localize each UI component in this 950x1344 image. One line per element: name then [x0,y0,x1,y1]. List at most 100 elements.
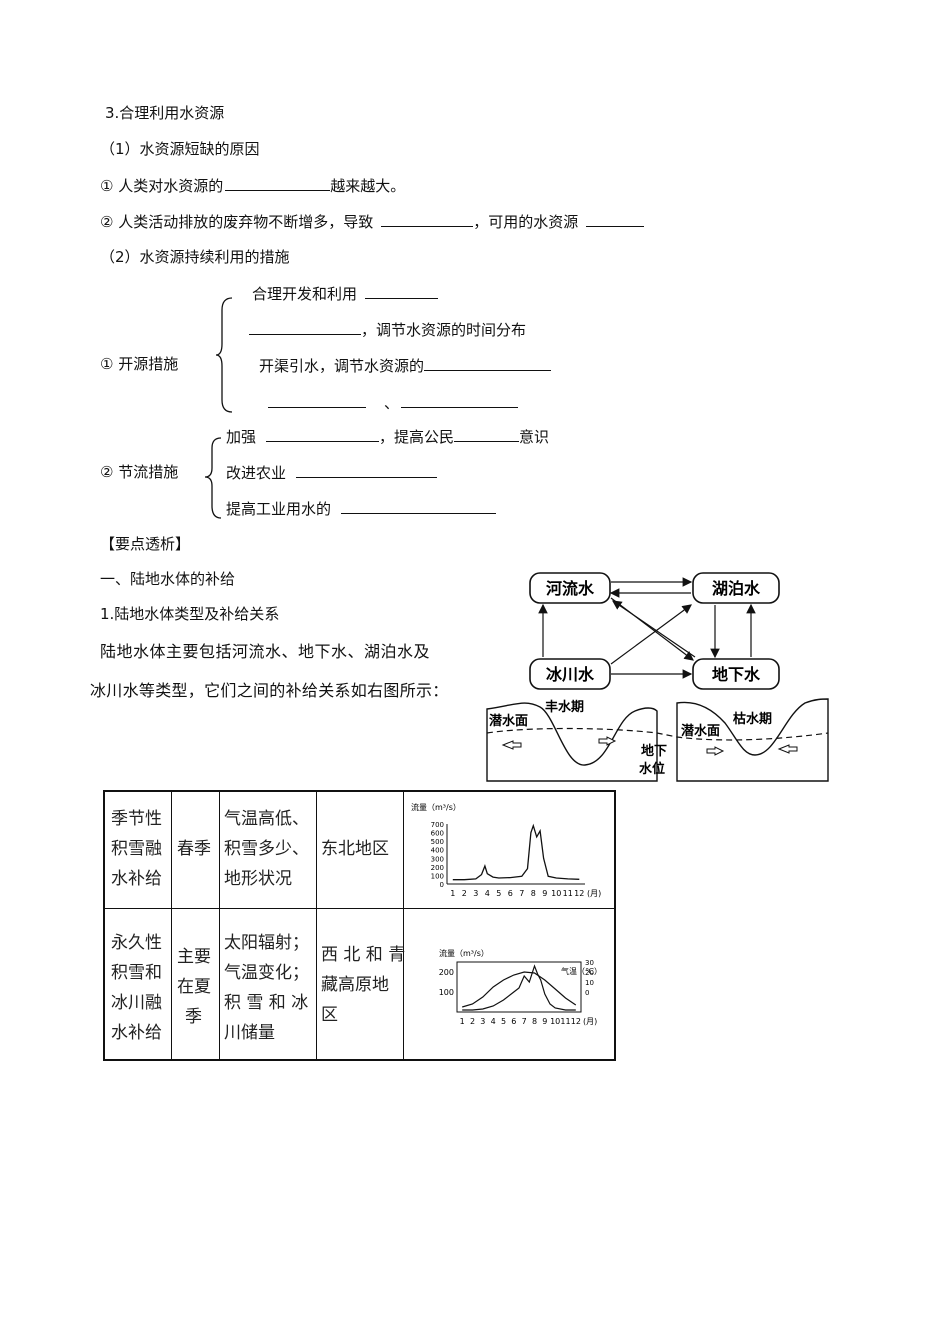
chart2-xtick: 8 [532,1017,537,1026]
jieliu-1-tail: 意识 [519,428,550,446]
item-1: ① 人类对水资源的 越来越大。 [100,175,405,196]
blank-field[interactable] [341,498,497,514]
chart1-ytick: 200 [431,864,444,872]
analysis-point: 1.陆地水体类型及补给关系 [100,605,280,623]
supply-relation-diagram: 河流水 湖泊水 冰川水 地下水 [529,572,780,690]
chart2-xtick: 3 [480,1017,485,1026]
row2-type: 永久性 积雪和 冰川融 水补给 [111,933,162,1043]
kaiyuan-2: ，调节水资源的时间分布 [249,319,526,340]
chart2-temptick: 30 [585,959,594,967]
blank-field[interactable] [225,175,331,191]
row2-region: 西 北 和 青 藏高原地 区 [321,945,406,1025]
right-water-table-label: 潜水面 [681,723,720,739]
kaiyuan-label: ① 开源措施 [100,355,179,373]
chart2-temptick: 20 [585,969,594,977]
row2-season: 主要 在夏 季 [177,947,211,1027]
blank-field[interactable] [381,211,474,227]
kaiyuan-2-text: ，调节水资源的时间分布 [361,321,527,339]
chart1-ytick: 100 [431,872,444,880]
blank-field[interactable] [454,426,520,442]
chart1-ytick: 600 [431,830,444,838]
kaiyuan-4: 、 [268,392,519,413]
chart1-xtick: 5 [496,889,501,898]
analysis-para-1: 陆地水体主要包括河流水、地下水、湖泊水及 [100,642,431,661]
row1-factors: 气温高低、 积雪多少、 地形状况 [224,809,309,889]
blank-field[interactable] [296,462,438,478]
blank-field[interactable] [266,426,380,442]
blank-field[interactable] [401,392,519,408]
chart2-xunit: (月) [583,1017,597,1026]
chart2-xtick: 6 [511,1017,516,1026]
subsection-shortage: （1）水资源短缺的原因 [100,140,260,158]
chart1-xtick: 1 [450,889,455,898]
row1-type: 季节性 积雪融 水补给 [111,809,162,889]
chart1-ytick: 500 [431,838,444,846]
node-ground-label: 地下水 [712,665,761,684]
blank-field[interactable] [424,355,552,371]
chart2-ytick: 100 [439,988,454,997]
chart2-temp-line [462,971,577,1008]
item-2-text: ② 人类活动排放的废弃物不断增多，导致 [100,213,374,231]
brace-jieliu [204,437,222,519]
item-2: ② 人类活动排放的废弃物不断增多，导致 ，可用的水资源 [100,211,645,232]
chart2-temptick: 10 [585,979,594,987]
middle-label-1: 地下 [641,743,667,759]
left-water-table-label: 潜水面 [489,713,528,729]
row1-region: 东北地区 [321,839,389,859]
chart2-xtick: 7 [522,1017,527,1026]
chart1-xtick: 12 [574,889,584,898]
item-1-text: ① 人类对水资源的 [100,177,224,195]
jieliu-1-text: 加强 [226,428,257,446]
kaiyuan-3-text: 开渠引水，调节水资源的 [259,357,425,375]
blank-field[interactable] [249,319,361,335]
jieliu-2-text: 改进农业 [226,464,287,482]
kaiyuan-4-sep: 、 [384,394,400,412]
chart1-xtick: 7 [519,889,524,898]
jieliu-1-mid: ，提高公民 [379,428,455,446]
chart2-temptick: 0 [585,989,589,997]
chart2-xtick: 2 [470,1017,475,1026]
analysis-heading: 【要点透析】 [100,535,191,553]
chart2-xtick: 11 [560,1017,570,1026]
row1-season: 春季 [177,839,211,859]
kaiyuan-1: 合理开发和利用 [252,283,439,304]
node-glacier-label: 冰川水 [546,665,595,684]
jieliu-3: 提高工业用水的 [226,498,497,519]
analysis-sub: 一、陆地水体的补给 [100,570,236,588]
chart1-ytick: 400 [431,847,444,855]
item-2-mid: ，可用的水资源 [473,213,579,231]
chart1-flow-line [452,823,580,881]
chart2-xtick: 5 [501,1017,506,1026]
supply-table: 季节性 积雪融 水补给 春季 气温高低、 积雪多少、 地形状况 东北地区 永久性… [103,790,616,1061]
node-river [529,572,611,604]
chart2-xtick: 9 [542,1017,547,1026]
blank-field[interactable] [268,392,366,408]
chart1-xtick: 3 [473,889,478,898]
node-ground [692,658,780,690]
chart1-ytick: 700 [431,821,444,829]
chart1-xtick: 4 [485,889,490,898]
blank-field[interactable] [586,211,645,227]
jieliu-2: 改进农业 [226,462,438,483]
left-period-title: 丰水期 [545,699,584,715]
kaiyuan-1-text: 合理开发和利用 [252,285,358,303]
chart1-xtick: 9 [542,889,547,898]
node-lake-label: 湖泊水 [712,579,761,598]
chart2-ylabel: 流量（m³/s） [439,948,489,958]
jieliu-1: 加强 ，提高公民 意识 [226,426,549,447]
kaiyuan-3: 开渠引水，调节水资源的 [259,355,552,376]
chart2-ytick: 200 [439,968,454,977]
blank-field[interactable] [365,283,439,299]
right-period-title: 枯水期 [733,711,772,727]
jieliu-label: ② 节流措施 [100,463,179,481]
chart1-ylabel: 流量（m³/s） [411,802,461,812]
chart2-xtick: 4 [491,1017,496,1026]
node-river-label: 河流水 [546,579,595,598]
row2-factors: 太阳辐射； 气温变化； 积 雪 和 冰 川储量 [224,933,309,1043]
section-title: 3.合理利用水资源 [105,104,225,122]
chart1-ytick: 300 [431,855,444,863]
item-1-tail: 越来越大。 [330,177,406,195]
chart1-xtick: 2 [462,889,467,898]
